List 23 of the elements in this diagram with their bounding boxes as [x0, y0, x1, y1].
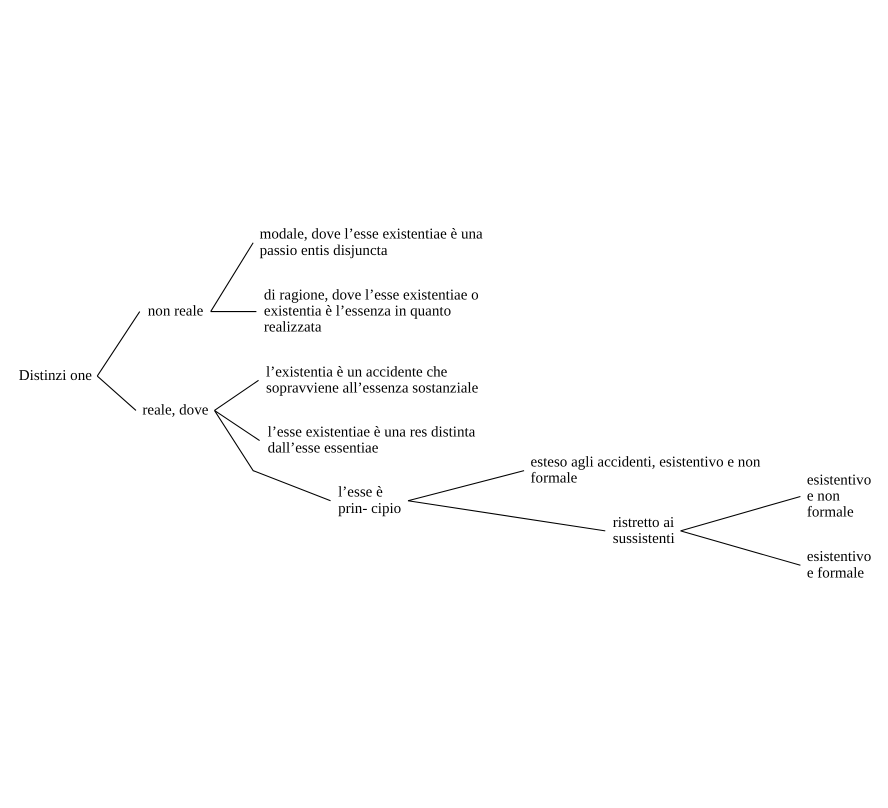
node-text: ristretto ai sussistenti	[612, 514, 675, 547]
connector	[680, 530, 801, 566]
node-text: Distinzi one	[18, 368, 92, 384]
node-text: esistentivo e non formale	[806, 472, 872, 521]
node-text: l’esse è prin- cipio	[338, 484, 402, 517]
node-text: esistentivo e formale	[806, 549, 872, 582]
node-text: reale, dove	[142, 402, 208, 418]
connector	[96, 311, 140, 376]
connector	[214, 410, 331, 502]
node-text: l’esse existentiae è una res distinta dall’esse essentiae	[268, 424, 476, 457]
node-text: modale, dove l’esse existentiae è una passio entis disjuncta	[260, 226, 483, 259]
connector	[680, 496, 801, 532]
node-text: non reale	[148, 304, 204, 320]
connector	[96, 376, 136, 411]
node-text: esteso agli accidenti, esistentivo e non formale	[530, 454, 760, 487]
connector	[214, 410, 260, 441]
connector	[408, 500, 606, 532]
connector	[210, 311, 256, 312]
connector	[214, 380, 259, 411]
node-text: l’existentia è un accidente che sopravviene all’essenza sostanziale	[266, 364, 478, 396]
connector	[210, 242, 254, 312]
node-text: di ragione, dove l’esse existentiae o existentia è l’essenza in quanto realizzata	[264, 287, 479, 336]
connector	[408, 470, 524, 502]
